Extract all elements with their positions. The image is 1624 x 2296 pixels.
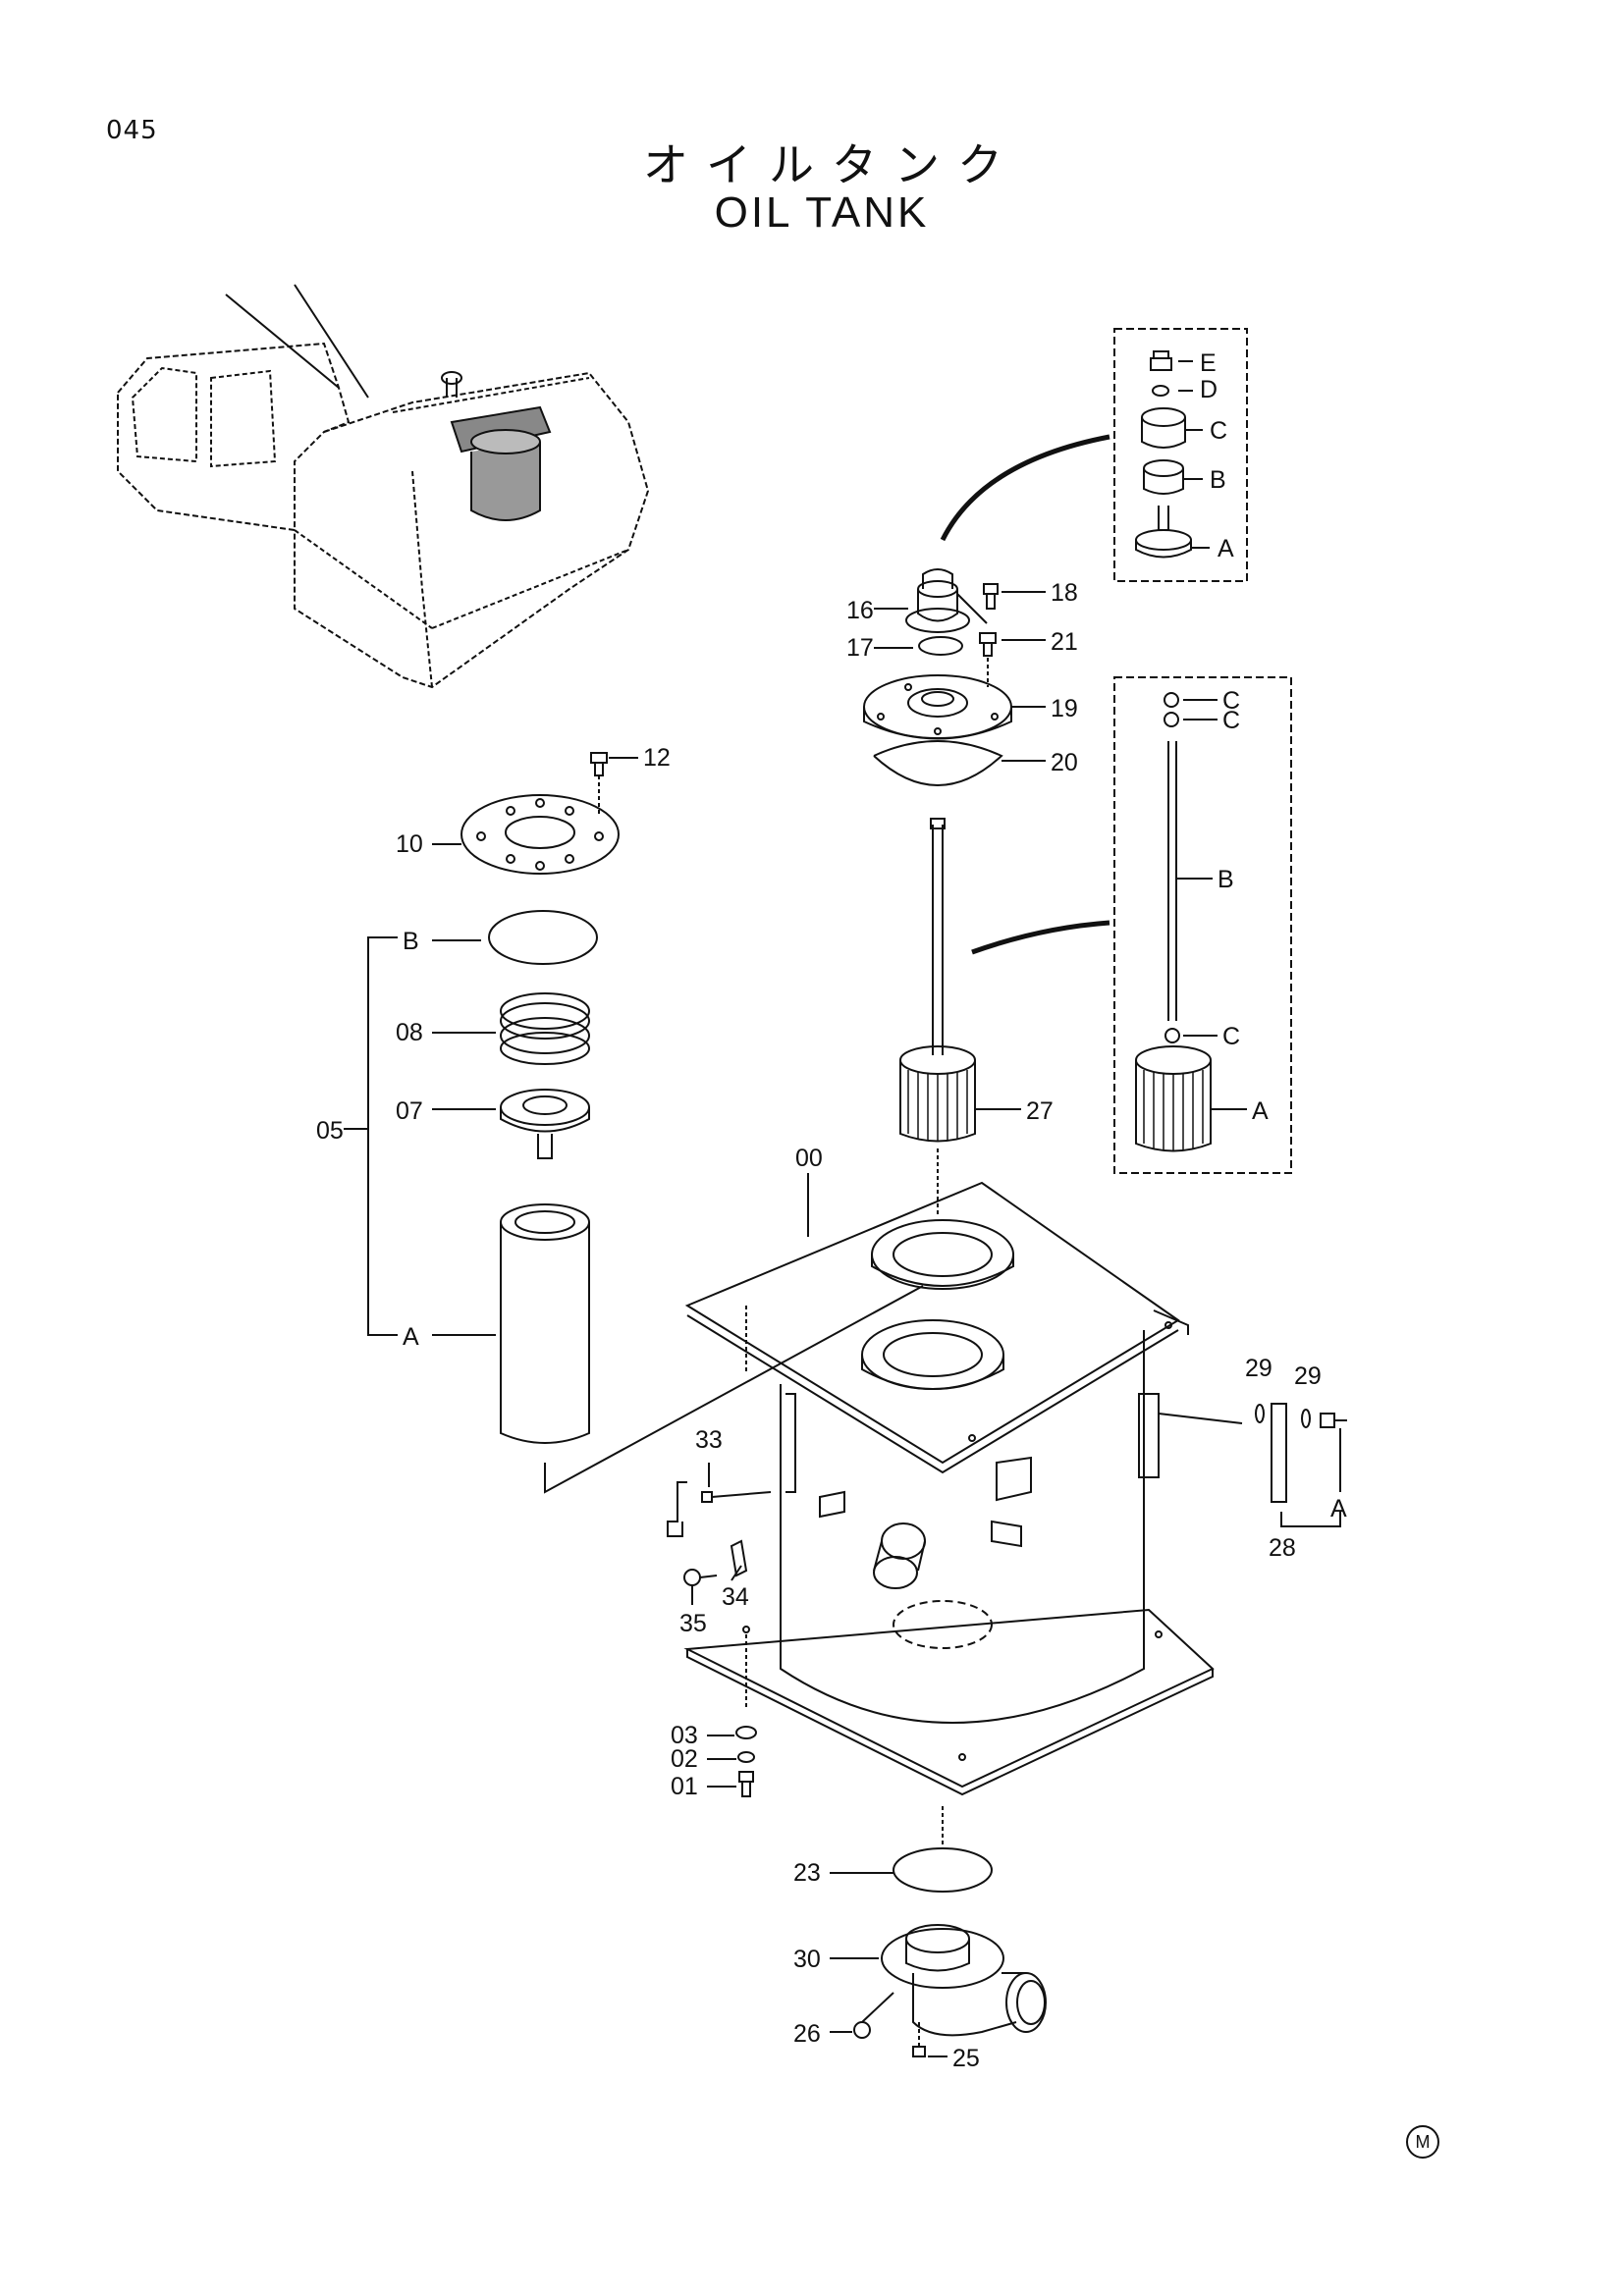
label-detail1-e: E xyxy=(1200,349,1217,377)
label-00: 00 xyxy=(795,1145,823,1172)
page-title-english: OIL TANK xyxy=(714,188,930,237)
label-34: 34 xyxy=(722,1583,749,1611)
excavator-location-sketch xyxy=(117,284,650,689)
part-labels: 12 10 B 08 07 05 A 16 17 18 21 19 20 27 … xyxy=(316,349,1347,2072)
label-detail2-c2: C xyxy=(1222,707,1240,734)
label-01: 01 xyxy=(671,1773,698,1800)
detail-box-breather xyxy=(1113,328,1248,582)
label-18: 18 xyxy=(1051,579,1078,607)
label-detail1-a: A xyxy=(1218,535,1234,562)
label-25: 25 xyxy=(952,2045,980,2072)
label-27: 27 xyxy=(1026,1097,1054,1125)
tank-fittings xyxy=(667,1403,1347,2057)
label-07: 07 xyxy=(396,1097,423,1125)
label-28: 28 xyxy=(1269,1534,1296,1562)
manufacturer-mark: M xyxy=(1406,2125,1439,2159)
page-number: 045 xyxy=(106,116,158,145)
oil-tank-body xyxy=(683,1173,1243,1796)
detail-box-strainer xyxy=(1113,676,1292,1174)
label-26: 26 xyxy=(793,2020,821,2048)
label-detail2-a: A xyxy=(1252,1097,1269,1125)
return-filter-assembly xyxy=(344,752,924,1494)
label-35: 35 xyxy=(679,1610,707,1637)
label-33: 33 xyxy=(695,1426,723,1454)
label-detail2-c1: C xyxy=(1222,687,1240,715)
label-08: 08 xyxy=(396,1019,423,1046)
label-10: 10 xyxy=(396,830,423,858)
label-02: 02 xyxy=(671,1745,698,1773)
label-29-left: 29 xyxy=(1245,1355,1272,1382)
label-19: 19 xyxy=(1051,695,1078,722)
label-detail1-d: D xyxy=(1200,376,1218,403)
label-29-right: 29 xyxy=(1294,1362,1322,1390)
label-a-28: A xyxy=(1330,1495,1347,1522)
label-17: 17 xyxy=(846,634,874,662)
page-title-japanese: オイルタンク xyxy=(643,138,1020,191)
label-detail2-b: B xyxy=(1218,866,1234,893)
label-detail2-c3: C xyxy=(1222,1023,1240,1050)
label-03: 03 xyxy=(671,1722,698,1749)
label-detail1-b: B xyxy=(1210,466,1226,494)
label-12: 12 xyxy=(643,744,671,772)
label-detail1-c: C xyxy=(1210,417,1227,445)
label-21: 21 xyxy=(1051,628,1078,656)
label-16: 16 xyxy=(846,597,874,624)
label-30: 30 xyxy=(793,1946,821,1973)
label-b-05: B xyxy=(403,928,419,955)
label-05: 05 xyxy=(316,1117,344,1145)
breather-assembly xyxy=(863,434,1110,1217)
label-23: 23 xyxy=(793,1859,821,1887)
label-20: 20 xyxy=(1051,749,1078,776)
label-a-05: A xyxy=(403,1323,419,1351)
